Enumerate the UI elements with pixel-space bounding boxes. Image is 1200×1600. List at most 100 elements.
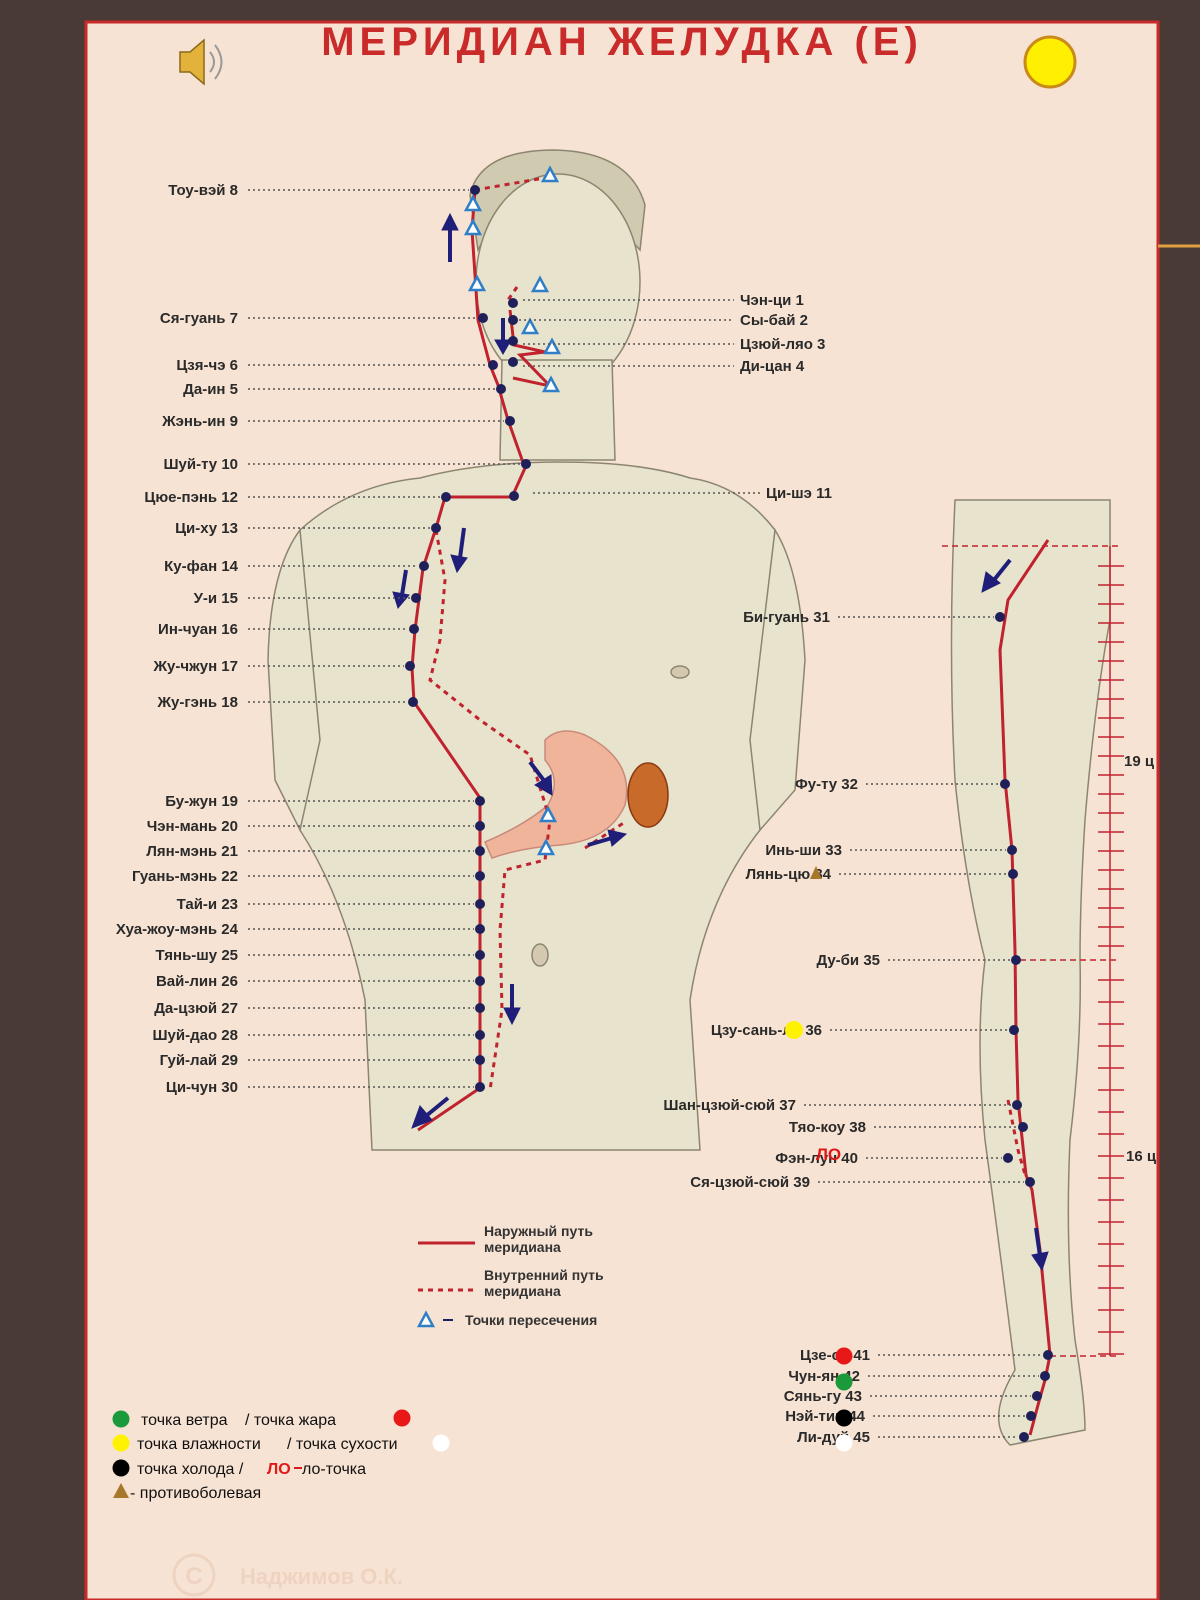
arrow-down-icon: [411, 1096, 450, 1129]
point-label: Тяо-коу 38: [789, 1119, 866, 1136]
point-label: Ди-цан 4: [740, 358, 805, 375]
acupoint-dot: [1032, 1391, 1042, 1401]
nipple-shape: [670, 665, 690, 679]
acupoint-dot: [475, 924, 485, 934]
acupoint-dot: [505, 416, 515, 426]
acupoint-dot: [508, 298, 518, 308]
point-label: Ци-чун 30: [166, 1079, 238, 1096]
scale-label-upper: 19 ц: [1124, 753, 1155, 770]
acupoint-dot: [521, 459, 531, 469]
point-label: Да-цзюй 27: [154, 1000, 238, 1017]
speaker-icon[interactable]: [179, 38, 223, 86]
intersection-triangle: [463, 194, 483, 212]
acupoint-dot: [1011, 955, 1021, 965]
acupoint-dot: [995, 612, 1005, 622]
legend-internal-label-1: Внутренний путь: [484, 1267, 604, 1283]
right-arm-shape: [749, 527, 806, 832]
path-legend: Наружный путь меридиана Внутренний путь …: [416, 1223, 604, 1328]
acupoint-dot: [475, 821, 485, 831]
point-label: Цюе-пэнь 12: [144, 489, 238, 506]
point-label: Би-гуань 31: [743, 609, 830, 626]
point-key-legend: точка ветра / точка жара точка влажности…: [112, 1409, 450, 1502]
point-label: Жу-чжун 17: [153, 658, 239, 675]
cold-point-marker: [835, 1409, 853, 1427]
point-label: Бу-жун 19: [165, 793, 238, 810]
point-label: Тянь-шу 25: [155, 947, 238, 964]
dryness-point-marker: [835, 1434, 853, 1452]
point-label: Цзу-сань-ли 36: [711, 1022, 822, 1039]
spleen-organ: [627, 762, 669, 828]
point-label: Ци-ху 13: [175, 520, 238, 537]
point-label: Ся-цзюй-сюй 39: [690, 1174, 810, 1191]
point-label: Тай-и 23: [177, 896, 238, 913]
heat-point-marker: [835, 1347, 853, 1365]
legend-intersection-label: Точки пересечения: [465, 1312, 597, 1328]
intersection-triangle: [541, 375, 561, 393]
sun-icon[interactable]: [1023, 35, 1077, 89]
acupoint-dot: [508, 336, 518, 346]
acupoint-dot: [475, 871, 485, 881]
point-label: Шуй-дао 28: [152, 1027, 238, 1044]
arrow-down-icon: [494, 318, 512, 356]
arrow-down-icon: [981, 558, 1012, 593]
point-label: Цзя-чэ 6: [176, 357, 238, 374]
point-label: Хуа-жоу-мэнь 24: [116, 921, 239, 938]
point-label: Цзе-си 41: [800, 1347, 870, 1364]
acupoint-dot: [475, 846, 485, 856]
arrow-down-icon: [450, 527, 468, 574]
arrow-up-icon: [441, 212, 459, 262]
acupoint-dot: [1026, 1411, 1036, 1421]
key-lo-label: ло-точка: [302, 1461, 366, 1478]
arrow-down-icon: [503, 984, 521, 1026]
point-label: Сянь-гу 43: [784, 1388, 862, 1405]
legend-triangle-icon: [416, 1310, 436, 1328]
key-dryness-label: / точка сухости: [287, 1436, 398, 1453]
body-figure: [267, 149, 806, 1151]
heat-dot-icon: [393, 1409, 411, 1427]
acupoint-dot: [1025, 1177, 1035, 1187]
point-label: Вай-лин 26: [156, 973, 238, 990]
pain-point-marker: [810, 866, 822, 879]
intersection-points: [463, 165, 562, 856]
intersection-triangle: [520, 317, 540, 335]
acupoint-dot: [1019, 1432, 1029, 1442]
flow-arrows: [392, 212, 1049, 1272]
wind-dot-icon: [112, 1410, 130, 1428]
acupoint-dot: [475, 950, 485, 960]
point-label: Ду-би 35: [816, 952, 880, 969]
key-pain-label: - противоболевая: [130, 1485, 261, 1502]
arrow-down-icon: [528, 760, 553, 796]
acupoint-dot: [1018, 1122, 1028, 1132]
pain-triangle-icon: [113, 1483, 129, 1498]
key-cold-label: точка холода /: [137, 1461, 244, 1478]
point-label: Нэй-тин 44: [785, 1408, 865, 1425]
acupoint-dot: [509, 491, 519, 501]
navel-shape: [531, 943, 549, 967]
point-label: Цзюй-ляо 3: [740, 336, 825, 353]
intersection-triangle: [536, 838, 556, 856]
legend-external-label-2: меридиана: [484, 1239, 561, 1255]
moisture-dot-icon: [112, 1434, 130, 1452]
point-label: Фу-ту 32: [795, 776, 858, 793]
point-label: Ку-фан 14: [164, 558, 239, 575]
acupoint-dot: [408, 697, 418, 707]
acupoint-dot: [478, 313, 488, 323]
acupoint-dot: [1003, 1153, 1013, 1163]
acupoint-dot: [475, 796, 485, 806]
acupoint-dot: [496, 384, 506, 394]
page-title: МЕРИДИАН ЖЕЛУДКА (E): [321, 20, 923, 64]
moisture-point-marker: [785, 1021, 803, 1039]
key-heat-label: / точка жара: [245, 1412, 336, 1429]
acupoint-dot: [441, 492, 451, 502]
acupoint-dot: [475, 899, 485, 909]
point-label: Жу-гэнь 18: [156, 694, 238, 711]
point-label: Ин-чуан 16: [158, 621, 238, 638]
key-lo-mark: ЛО: [267, 1461, 291, 1478]
point-label: Тоу-вэй 8: [168, 182, 238, 199]
intersection-triangle: [542, 337, 562, 355]
intersection-triangle: [530, 275, 550, 293]
acupoint-dot: [508, 315, 518, 325]
acupoint-dot: [475, 1030, 485, 1040]
